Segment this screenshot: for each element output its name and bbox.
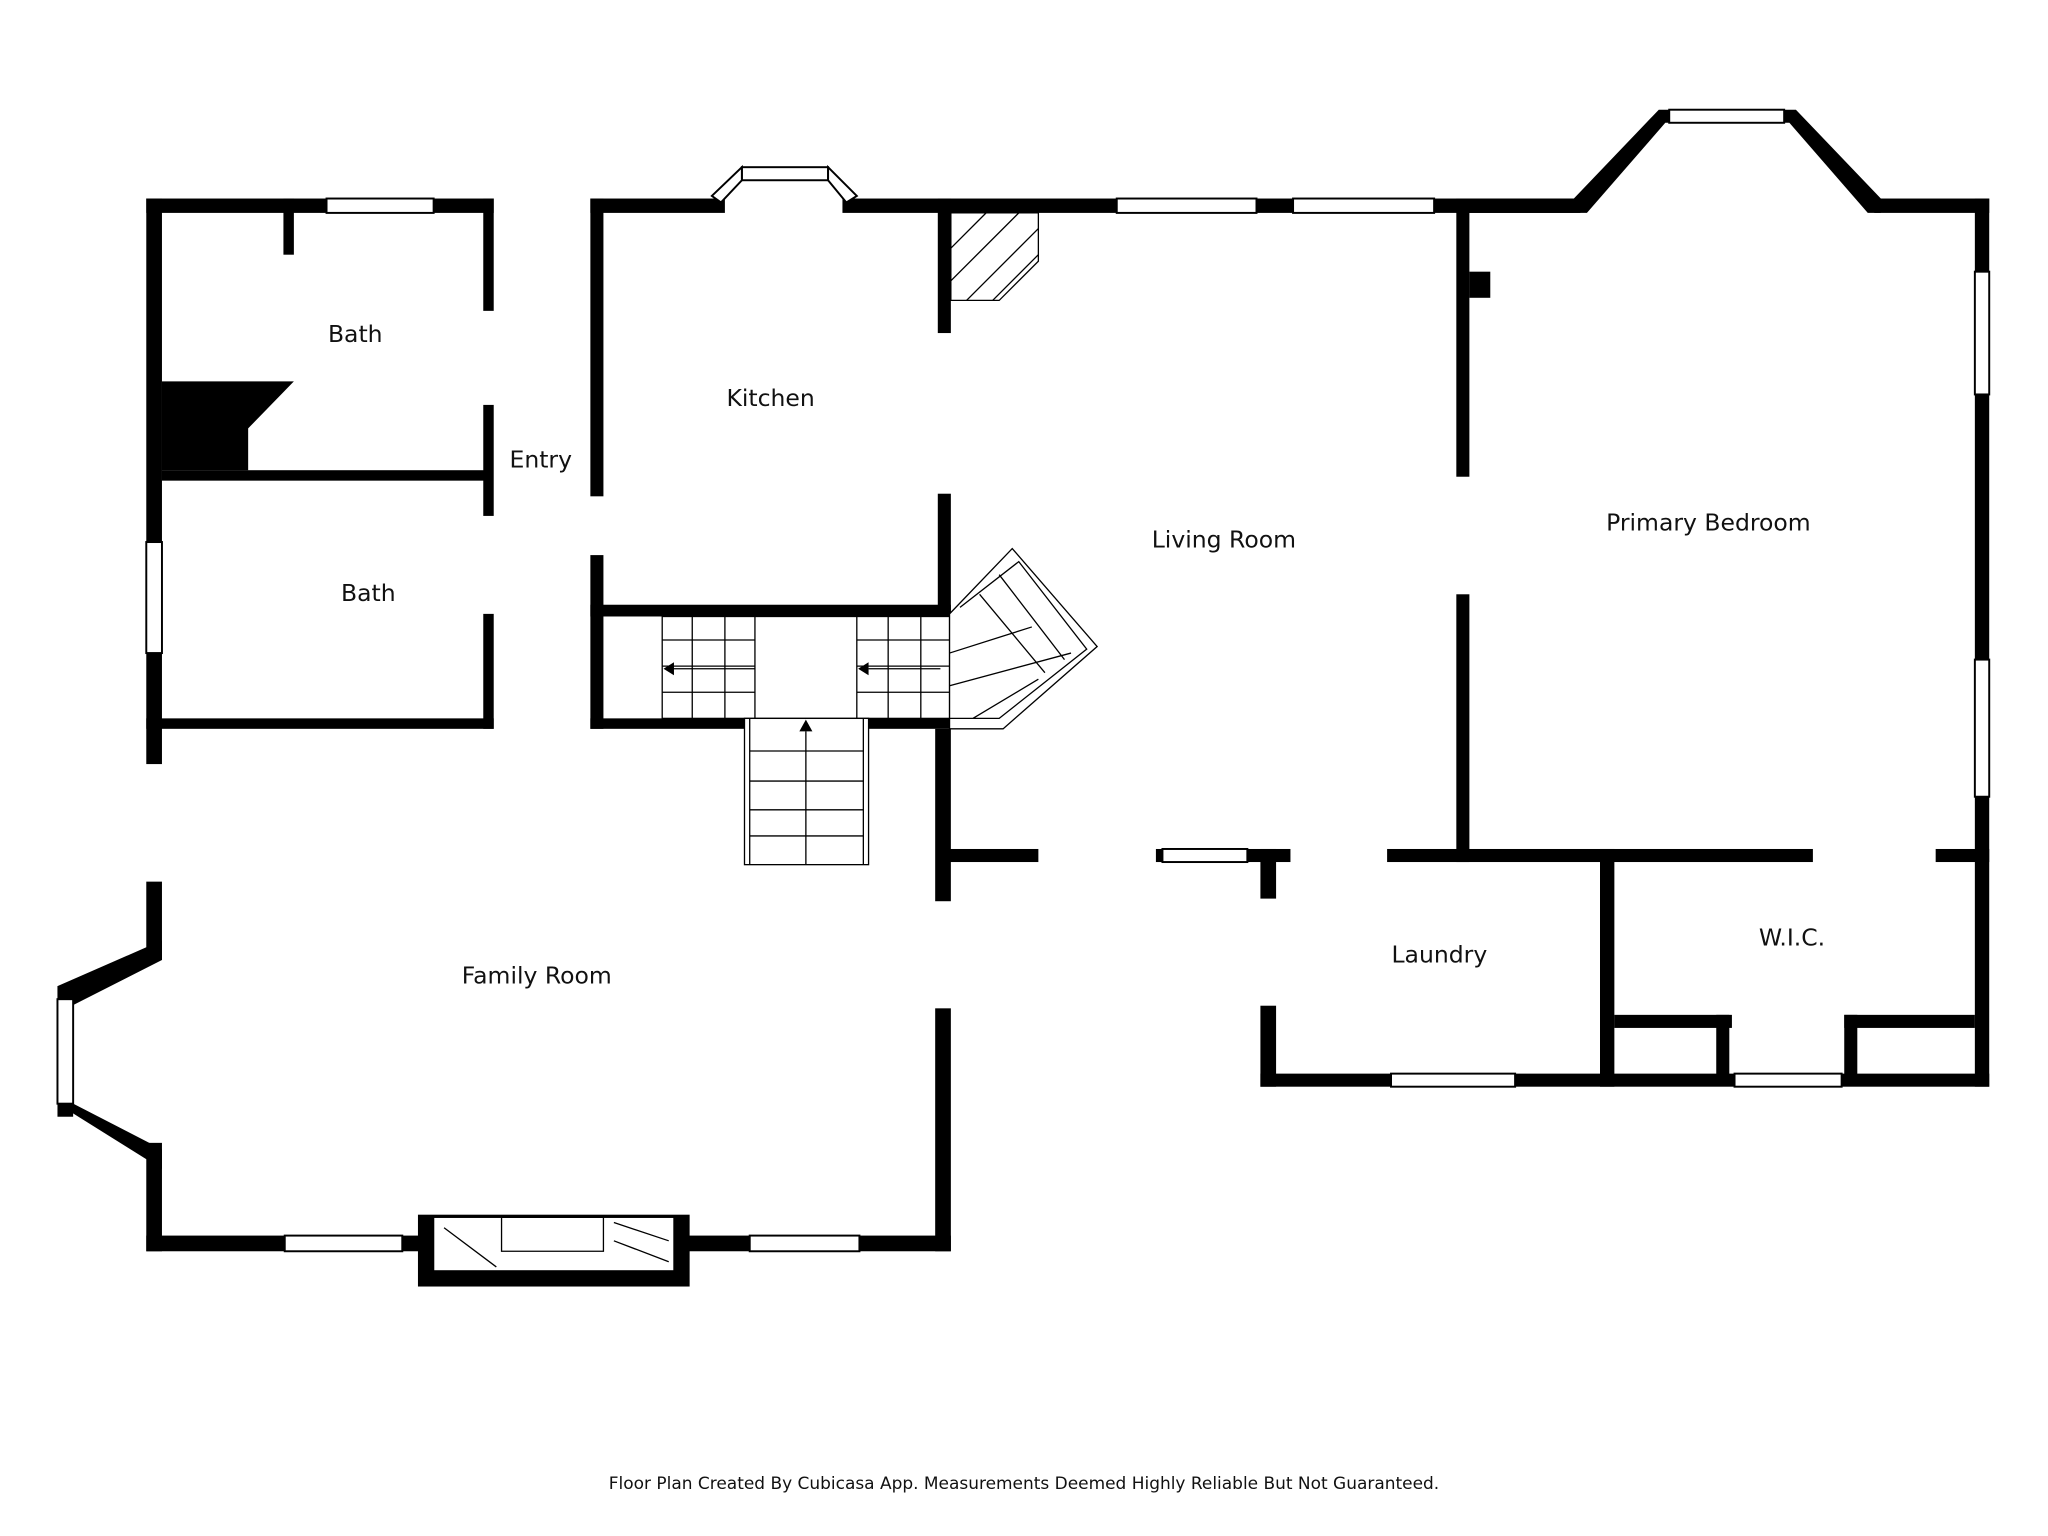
room-label-laundry: Laundry bbox=[1391, 941, 1487, 969]
room-label-wic: W.I.C. bbox=[1759, 924, 1825, 952]
door-gaps bbox=[144, 310, 1936, 1009]
room-label-family-room: Family Room bbox=[462, 962, 612, 990]
room-label-kitchen: Kitchen bbox=[726, 384, 814, 412]
room-label-bath-lower: Bath bbox=[341, 579, 396, 607]
windows bbox=[56, 108, 1991, 1253]
footer-disclaimer: Floor Plan Created By Cubicasa App. Meas… bbox=[609, 1474, 1439, 1494]
room-label-entry: Entry bbox=[509, 446, 572, 474]
room-label-primary-bedroom: Primary Bedroom bbox=[1606, 508, 1811, 536]
room-labels: Bath Bath Entry Kitchen Living Room Prim… bbox=[328, 320, 1825, 989]
fireplaces bbox=[443, 212, 1040, 1268]
room-label-bath-upper: Bath bbox=[328, 320, 383, 348]
room-label-living-room: Living Room bbox=[1152, 525, 1296, 553]
walls bbox=[57, 109, 1990, 1287]
stairs bbox=[661, 547, 1099, 866]
